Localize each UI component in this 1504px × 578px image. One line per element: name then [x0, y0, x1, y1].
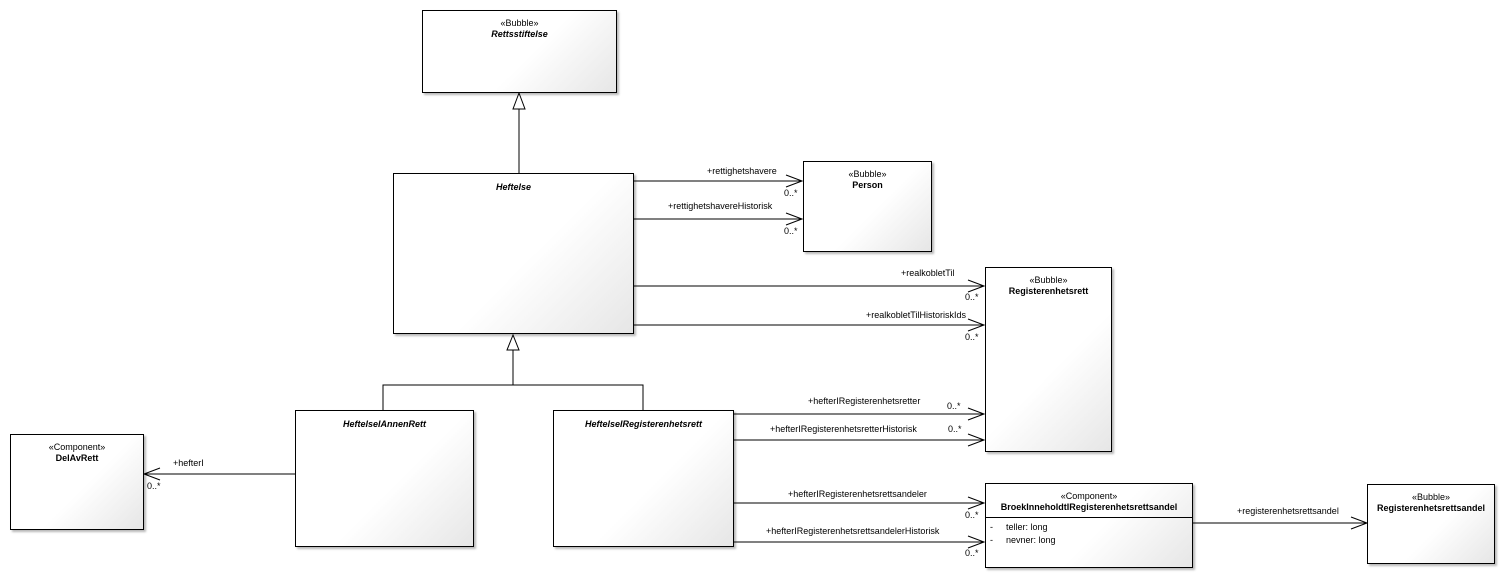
assoc-arrowhead — [967, 535, 986, 549]
stereotype-label: «Bubble» — [500, 18, 539, 28]
attribute-text: nevner: long — [1006, 535, 1056, 545]
assoc-arrowhead — [785, 174, 804, 188]
multiplicity-label: 0..* — [947, 401, 961, 411]
role-label: +hefterIRegisterenhetsrettsandeler — [788, 489, 927, 499]
assoc-arrowhead — [967, 496, 986, 510]
role-label: +realkobletTilHistoriskIds — [866, 310, 966, 320]
generalization-subclass-bus — [382, 384, 644, 410]
class-name: DelAvRett — [55, 453, 99, 463]
stereotype-label: «Component» — [48, 442, 106, 452]
assoc-arrowhead — [967, 407, 986, 421]
attribute-text: teller: long — [1006, 522, 1048, 532]
class-registerenhetsrettsandel[interactable]: «Bubble» Registerenhetsrettsandel — [1367, 484, 1495, 564]
role-label: +rettighetshavereHistorisk — [668, 201, 773, 211]
class-heftelseiregisterenhetsrett[interactable]: HeftelseIRegisterenhetsrett — [553, 410, 734, 547]
role-label: +hefterIRegisterenhetsretter — [808, 396, 921, 406]
class-person[interactable]: «Bubble» Person — [803, 161, 932, 252]
assoc-arrowhead — [785, 212, 804, 226]
role-label: +hefterIRegisterenhetsrettsandelerHistor… — [766, 526, 940, 536]
stereotype-label: «Bubble» — [848, 169, 887, 179]
multiplicity-label: 0..* — [965, 292, 979, 302]
class-delavrett[interactable]: «Component» DelAvRett — [10, 434, 144, 530]
class-name: Registerenhetsrett — [1008, 286, 1089, 296]
class-name: Person — [852, 180, 883, 190]
stereotype-label: «Component» — [1060, 491, 1118, 501]
attribute-row: - nevner: long — [990, 534, 1192, 547]
assoc-arrowhead — [142, 467, 161, 481]
multiplicity-label: 0..* — [965, 548, 979, 558]
class-broek[interactable]: «Component» BroekInneholdtIRegisterenhet… — [985, 483, 1193, 568]
multiplicity-label: 0..* — [784, 226, 798, 236]
stereotype-label: «Bubble» — [1029, 275, 1068, 285]
attribute-row: - teller: long — [990, 521, 1192, 534]
attribute-visibility: - — [990, 522, 993, 532]
class-heftelse[interactable]: Heftelse — [393, 173, 634, 334]
role-label: +rettighetshavere — [707, 166, 777, 176]
class-name: Heftelse — [495, 182, 531, 192]
class-name: HeftelseIRegisterenhetsrett — [584, 419, 703, 429]
class-name: BroekInneholdtIRegisterenhetsrettsandel — [1000, 502, 1178, 512]
class-name: Rettsstiftelse — [491, 29, 548, 39]
assoc-arrowhead — [967, 279, 986, 293]
class-name: Registerenhetsrettsandel — [1376, 503, 1486, 513]
attribute-visibility: - — [990, 535, 993, 545]
class-registerenhetsrett[interactable]: «Bubble» Registerenhetsrett — [985, 267, 1112, 452]
multiplicity-label: 0..* — [948, 424, 962, 434]
class-rettsstiftelse[interactable]: «Bubble» Rettsstiftelse — [422, 10, 617, 93]
multiplicity-label: 0..* — [147, 481, 161, 491]
generalization-arrowhead — [506, 333, 520, 351]
assoc-arrowhead — [967, 433, 986, 447]
stereotype-label: «Bubble» — [1411, 492, 1451, 502]
role-label: +hefterIRegisterenhetsretterHistorisk — [770, 424, 917, 434]
assoc-arrowhead — [967, 318, 986, 332]
generalization-arrowhead — [512, 91, 526, 110]
role-label: +realkobletTil — [901, 268, 955, 278]
role-label: +registerenhetsrettsandel — [1237, 506, 1339, 516]
multiplicity-label: 0..* — [965, 510, 979, 520]
role-label: +hefterI — [173, 458, 204, 468]
attribute-compartment: - teller: long - nevner: long — [986, 517, 1192, 547]
class-name: HeftelseIAnnenRett — [342, 419, 426, 429]
multiplicity-label: 0..* — [784, 188, 798, 198]
multiplicity-label: 0..* — [965, 332, 979, 342]
class-heftelseiannenrett[interactable]: HeftelseIAnnenRett — [295, 410, 474, 547]
